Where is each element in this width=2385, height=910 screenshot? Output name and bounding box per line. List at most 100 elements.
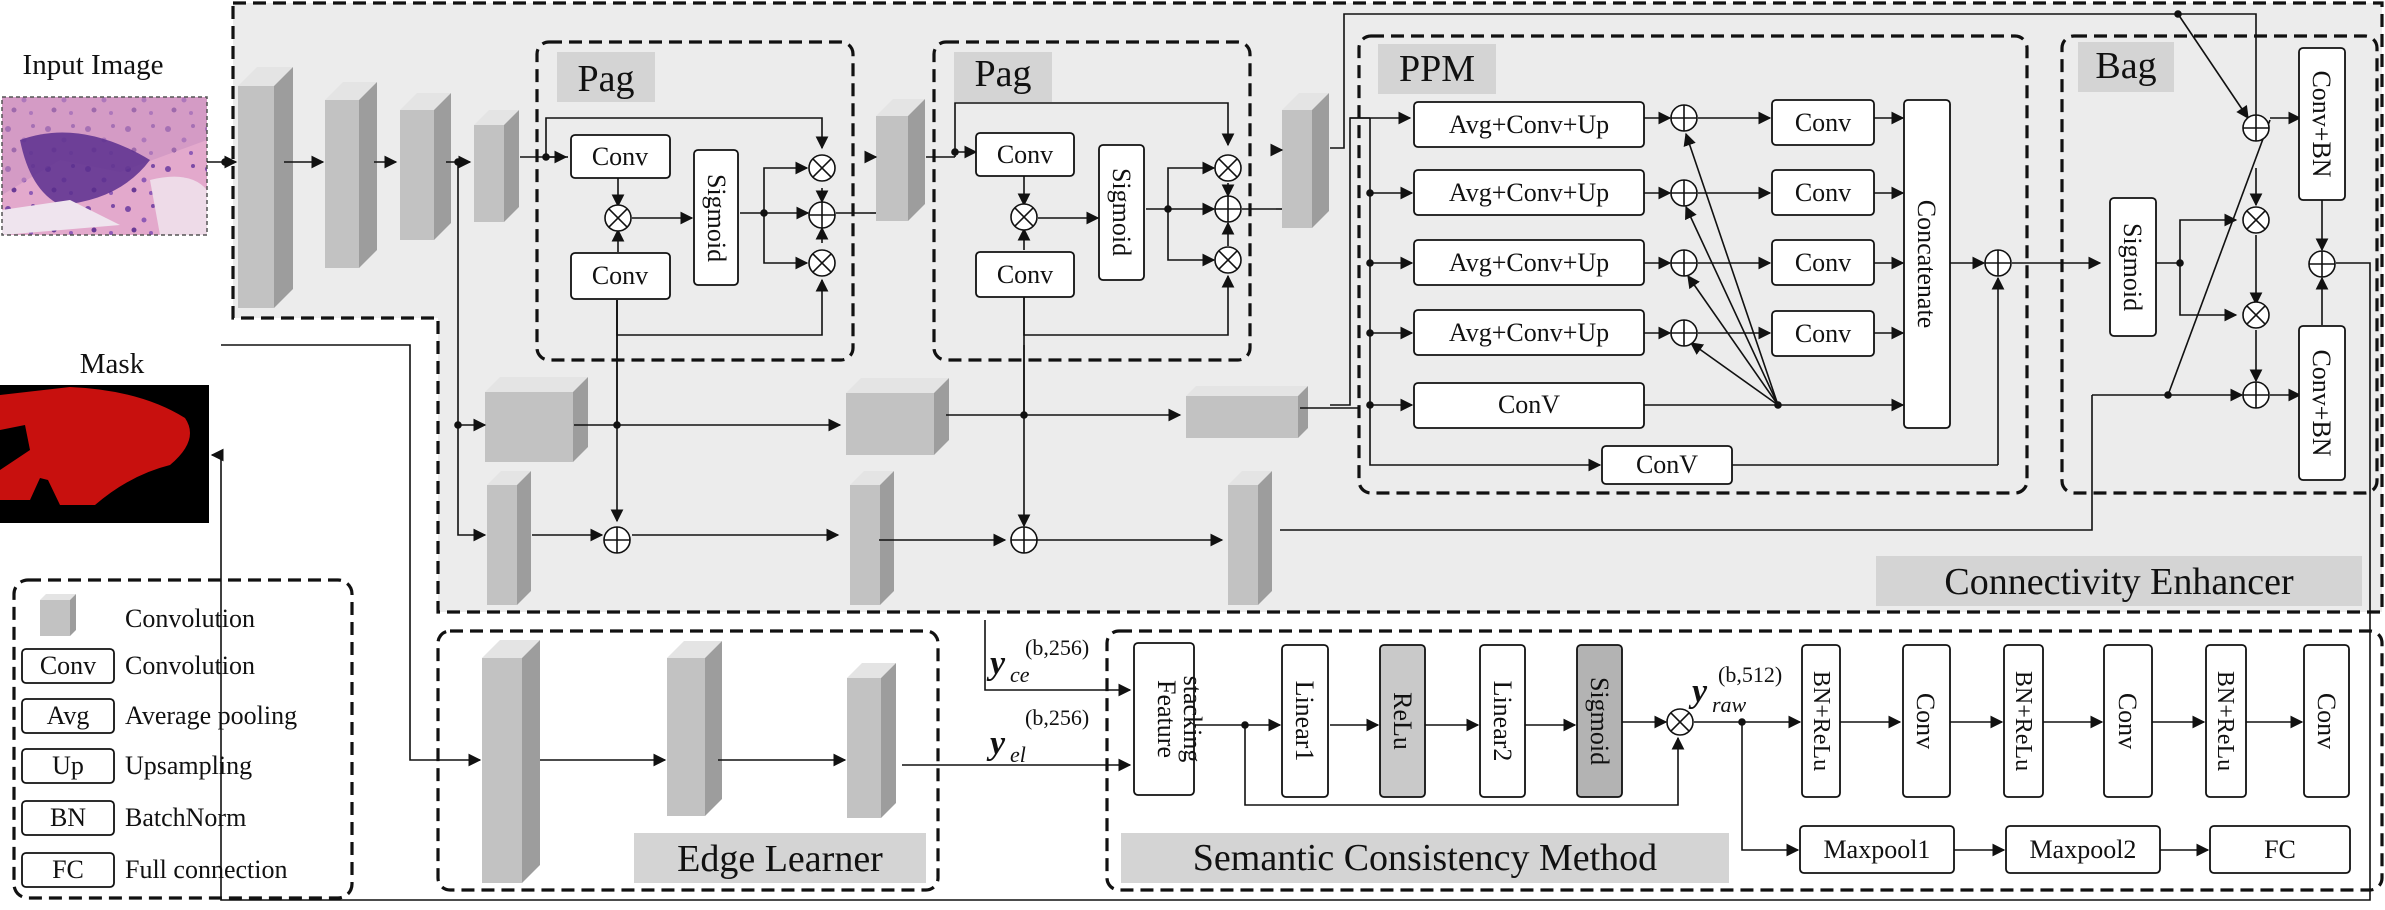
ppm-add-2 [1670,179,1698,207]
ppm-branches: Avg+Conv+Up Avg+Conv+Up Avg+Conv+Up Avg+… [1413,99,1951,485]
svg-text:(b,512): (b,512) [1718,662,1782,687]
ppm-conv-1-label: Conv [1795,108,1851,137]
pag1-title: Pag [578,58,635,100]
bag-multiply-top [2242,206,2270,234]
legend-cube-icon [40,594,76,636]
ppm-conv-4-label: Conv [1795,319,1851,348]
scm-conv-3-label: Conv [2312,693,2341,749]
bag-conv-bn-bottom-label: Conv+BN [2307,349,2336,456]
scm-bn-relu-1 [1801,644,1841,798]
junction-dot [1774,401,1782,409]
scm-linear2-label: Linear2 [1488,681,1517,762]
scm-conv-1-label: Conv [1911,693,1940,749]
svg-text:el: el [1010,742,1026,767]
pag2-sigmoid [1098,144,1145,281]
ppm-conv-1 [1771,99,1875,146]
mask-image [0,385,209,523]
pag1-add [808,201,836,229]
svg-text:y: y [986,645,1006,682]
junction-dot [2176,259,2184,267]
scm-feature-stacking [1133,642,1195,796]
legend-key-5: FC [52,855,84,884]
junction-dot [613,421,621,429]
scm-bn-relu-3 [2205,644,2247,798]
y-ce-label: y ce (b,256) [986,635,1089,687]
encoder-block-1 [238,67,293,308]
scm-maxpool2 [2005,825,2161,874]
edge-block-1 [482,640,540,883]
edge-block-3 [847,663,896,818]
scm-bn-relu-2-label: BN+ReLu [2010,671,2036,771]
scm-linear1 [1281,644,1329,798]
junction-dot [1366,259,1374,267]
bag-title: Bag [2095,45,2156,87]
bag-sigmoid [2109,197,2157,337]
legend: Convolution Conv Convolution Avg Average… [21,594,297,888]
edge-block-2 [667,641,722,816]
skip-col-block-1 [487,471,531,605]
svg-text:y: y [986,725,1006,762]
pag1-conv-top [570,134,671,179]
pag2-multiply-top [1214,154,1242,182]
bag-multiply-bottom [2242,301,2270,329]
junction-dot [1020,411,1028,419]
mask-label: Mask [80,348,145,380]
junction-dot [542,153,550,161]
ppm-branch-1 [1413,101,1645,148]
junction-dot [2164,391,2172,399]
bag-sigmoid-label: Sigmoid [2118,223,2147,311]
pag1-multiply-bottom [808,249,836,277]
pag1-sigmoid-label: Sigmoid [702,174,731,262]
legend-key-3: Up [52,751,84,780]
ppm-branch-2 [1413,169,1645,216]
scm-bn-relu-2 [2003,644,2044,798]
scm-maxpool1-label: Maxpool1 [1824,835,1931,864]
scm-relu [1379,644,1426,798]
scm-maxpool1 [1799,825,1955,874]
legend-text-4: BatchNorm [125,803,246,832]
ppm-branch-1-label: Avg+Conv+Up [1449,110,1609,139]
bag-add-top [2242,114,2270,142]
ppm-conv-v-bottom [1601,445,1733,485]
svg-text:y: y [1688,673,1708,710]
legend-text-5: Full connection [125,855,287,884]
encoder-block-2 [325,82,377,268]
skip-block-1 [485,377,588,462]
ppm-add-4 [1670,319,1698,347]
ppm-concatenate [1903,99,1951,429]
pag1-sigmoid [693,149,739,286]
pag1-conv-top-label: Conv [592,142,648,171]
bottleneck-block [1186,386,1308,438]
encoder-block-3 [400,93,451,240]
legend-key-1: Conv [40,651,96,680]
scm-feature-stacking-line1: Feature [1152,680,1181,758]
input-image [1,96,208,236]
connections [207,13,2371,901]
skip-add-2 [1010,526,1038,554]
junction-dot [2174,10,2182,18]
bag-conv-bn-top-label: Conv+BN [2307,70,2336,177]
pag2-add [1214,195,1242,223]
skip-col-block-3 [1228,471,1272,605]
ppm-conv-2 [1771,169,1875,216]
ppm-branch-3 [1413,239,1645,286]
y-el-label: y el (b,256) [986,705,1089,767]
junction-dot [760,209,768,217]
scm-linear2 [1479,644,1526,798]
junction-dot [1241,721,1249,729]
connectivity-enhancer-title: Connectivity Enhancer [1944,561,2294,603]
pag2-sigmoid-label: Sigmoid [1107,168,1136,256]
ppm-branch-4-label: Avg+Conv+Up [1449,318,1609,347]
scm-multiply [1666,708,1694,736]
encoder-block-4 [474,110,519,222]
ppm-branch-3-label: Avg+Conv+Up [1449,248,1609,277]
ppm-add-1 [1670,104,1698,132]
scm-sigmoid-label: Sigmoid [1585,677,1614,765]
scm-maxpool2-label: Maxpool2 [2030,835,2137,864]
svg-text:ce: ce [1010,662,1030,687]
junction-dot [454,158,462,166]
bag-add-bottom [2242,381,2270,409]
scm-conv-2-label: Conv [2113,693,2142,749]
pag2-title: Pag [975,53,1032,95]
